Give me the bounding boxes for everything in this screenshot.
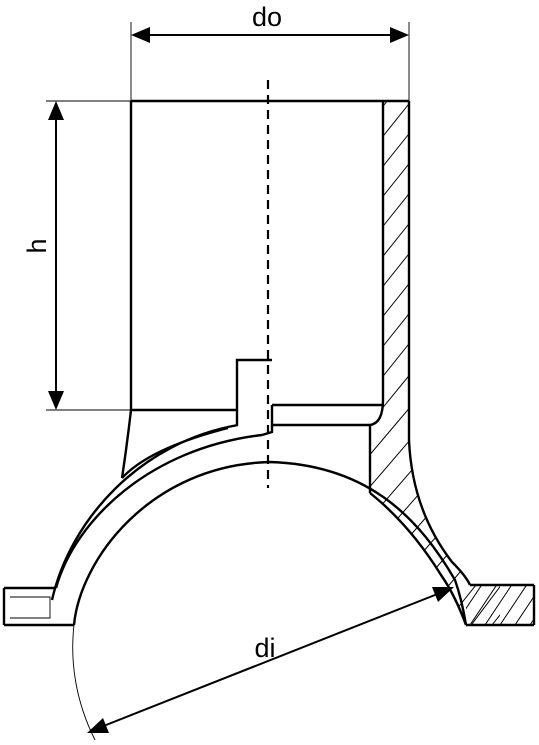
arrowhead-right [390, 27, 409, 43]
dimension-di: di [87, 587, 454, 733]
section-hatching [370, 101, 500, 625]
label-do: do [252, 2, 282, 32]
dimension-h: h [22, 100, 131, 411]
arrowhead-upper-right [432, 587, 454, 602]
arrowhead-top [48, 101, 64, 120]
pipe-continuation-arc [72, 624, 96, 741]
arrowhead-left [131, 27, 150, 43]
body-outline [2, 99, 536, 627]
arrowhead-lower-left [87, 718, 109, 733]
flange-hatching [466, 585, 534, 625]
saddle-arcs [50, 358, 468, 626]
dimension-do: do [130, 2, 410, 101]
label-h: h [22, 238, 52, 253]
arrowhead-bottom [48, 391, 64, 410]
label-di: di [254, 633, 275, 663]
